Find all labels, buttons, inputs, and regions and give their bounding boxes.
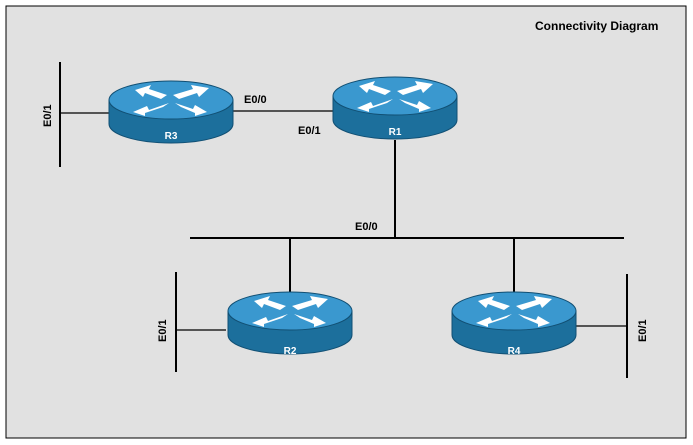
router-label-r3: R3 <box>165 131 178 142</box>
router-label-r1: R1 <box>389 127 402 138</box>
diagram-title: Connectivity Diagram <box>535 19 658 33</box>
diagram-background <box>5 5 687 439</box>
r1-e0-0-label: E0/0 <box>355 221 378 233</box>
router-r3: R3 <box>108 80 234 144</box>
router-r4: R4 <box>451 291 577 357</box>
r4-e0-1-label: E0/1 <box>637 319 649 342</box>
router-r2: R2 <box>227 291 353 357</box>
router-label-r4: R4 <box>508 346 521 357</box>
r3-e0-1-label: E0/1 <box>42 104 54 127</box>
router-label-r2: R2 <box>284 346 297 357</box>
router-r1: R1 <box>332 76 458 140</box>
r1-e0-1-label: E0/1 <box>298 125 321 137</box>
r3-e0-0-label: E0/0 <box>244 94 267 106</box>
r2-e0-1-label: E0/1 <box>157 319 169 342</box>
